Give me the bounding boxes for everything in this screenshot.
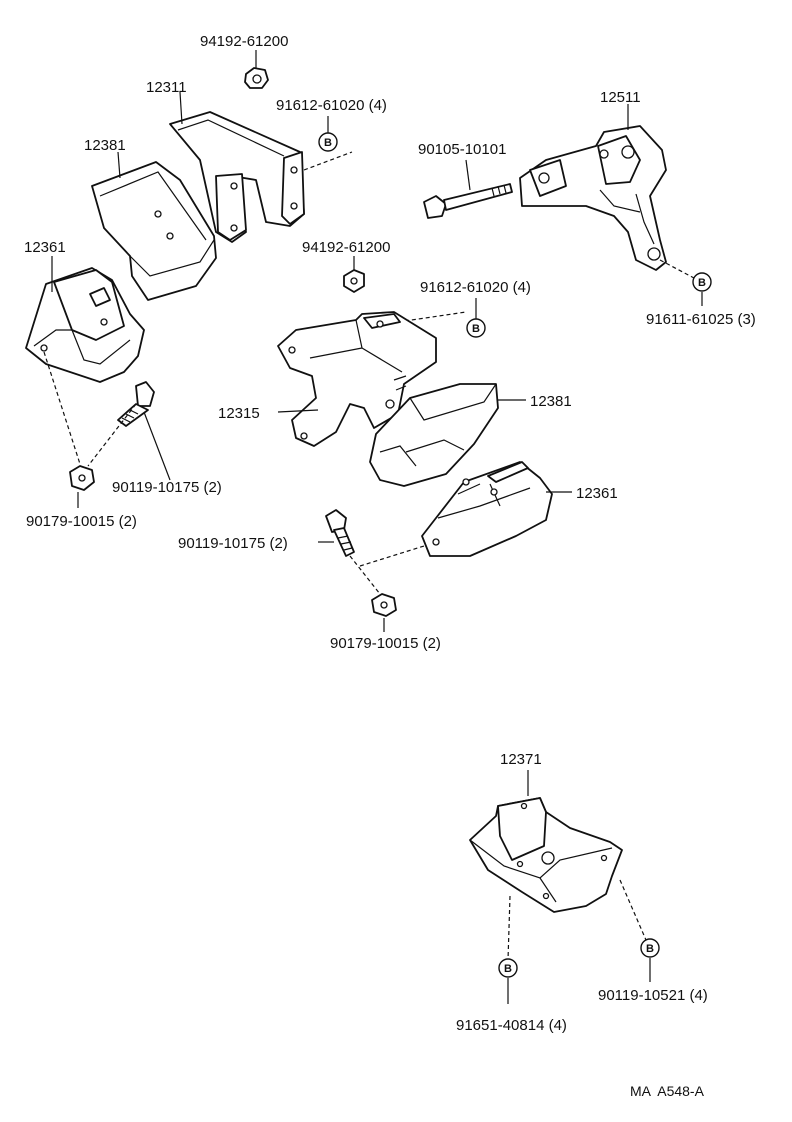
svg-text:B: B (646, 943, 654, 955)
bolt-90119-10175-left (117, 381, 171, 481)
label-12381-left: 12381 (84, 137, 126, 154)
label-94192-61200-top: 94192-61200 (200, 33, 288, 50)
bolt-90105-10101 (423, 159, 513, 219)
bolt-90119-10175-mid (318, 509, 425, 595)
nut-94192-61200-top (244, 50, 269, 89)
insulator-12371 (469, 770, 623, 913)
diagram-ref-code: MA A548-A (630, 1083, 705, 1099)
nut-94192-61200-mid (343, 256, 365, 293)
label-12361-right: 12361 (576, 485, 618, 502)
insulator-12361-right (421, 461, 572, 557)
label-91612-61020-top: 91612-61020 (4) (276, 97, 387, 114)
label-90119-10175-left: 90119-10175 (2) (112, 479, 222, 496)
b-callout-91651-40814: B (498, 895, 518, 1004)
label-12511: 12511 (600, 89, 641, 106)
svg-text:B: B (504, 963, 512, 975)
label-12381-right: 12381 (530, 393, 572, 410)
nut-90179-10015-left (43, 351, 137, 508)
bracket-12511 (519, 104, 667, 271)
label-90119-10521: 90119-10521 (4) (598, 987, 708, 1004)
label-12311: 12311 (146, 79, 187, 96)
label-90179-10015-left: 90179-10015 (2) (26, 513, 137, 530)
insulator-12381-right (369, 383, 526, 487)
bracket-12311 (169, 91, 353, 243)
insulator-12381-left (91, 151, 217, 301)
label-90119-10175-mid: 90119-10175 (2) (178, 535, 288, 552)
svg-text:B: B (472, 323, 480, 335)
svg-text:B: B (324, 137, 332, 149)
b-callout-top: B (318, 116, 338, 152)
label-91612-61020-mid: 91612-61020 (4) (420, 279, 531, 296)
svg-text:B: B (698, 277, 706, 289)
insulator-12361-left (25, 256, 145, 383)
label-12315: 12315 (218, 405, 260, 422)
label-94192-61200-mid: 94192-61200 (302, 239, 390, 256)
label-90179-10015-mid: 90179-10015 (2) (330, 635, 441, 652)
label-91611-61025: 91611-61025 (3) (646, 311, 756, 328)
b-callout-mid: B (397, 298, 486, 338)
nut-90179-10015-mid (371, 593, 397, 632)
label-12371: 12371 (500, 751, 542, 768)
label-12361-left: 12361 (24, 239, 66, 256)
label-90105-10101: 90105-10101 (418, 141, 506, 158)
label-91651-40814: 91651-40814 (4) (456, 1017, 567, 1034)
b-callout-right: B (659, 259, 712, 306)
b-callout-90119-10521: B (619, 879, 660, 982)
